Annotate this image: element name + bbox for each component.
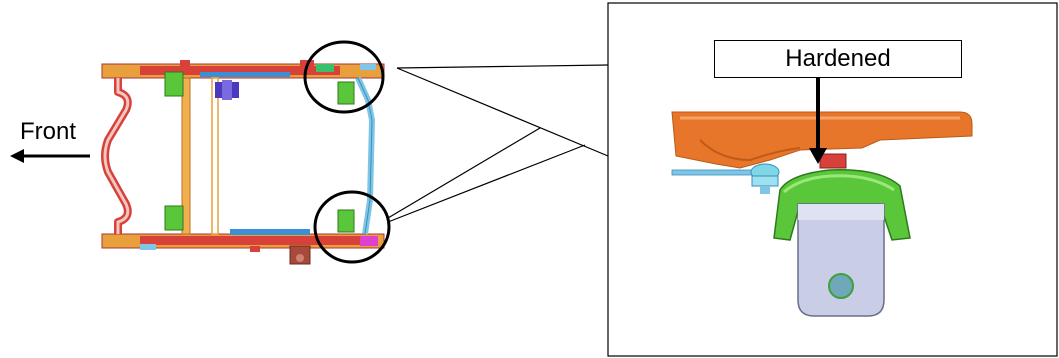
detail-view <box>671 78 973 317</box>
chassis-frame <box>101 40 391 265</box>
bracket <box>337 81 355 105</box>
bracket-hole <box>828 273 854 299</box>
hardened-label: Hardened <box>785 45 891 72</box>
bracket <box>337 209 355 233</box>
front-arrow <box>10 149 90 163</box>
bracket <box>164 71 184 97</box>
callout-circle-top <box>303 40 385 114</box>
green-bracket-detail <box>773 169 911 241</box>
hardened-label-box: Hardened <box>714 40 962 78</box>
bracket <box>164 205 184 231</box>
leader-lines <box>387 64 609 223</box>
lavender-bracket-detail <box>797 203 885 317</box>
red-bolt <box>819 153 847 169</box>
front-label: Front <box>20 118 77 145</box>
front-crossmember <box>101 78 132 234</box>
callout-circle-bottom <box>313 190 391 264</box>
frame-member-detail <box>671 111 973 169</box>
middle-crossmember <box>181 77 191 235</box>
